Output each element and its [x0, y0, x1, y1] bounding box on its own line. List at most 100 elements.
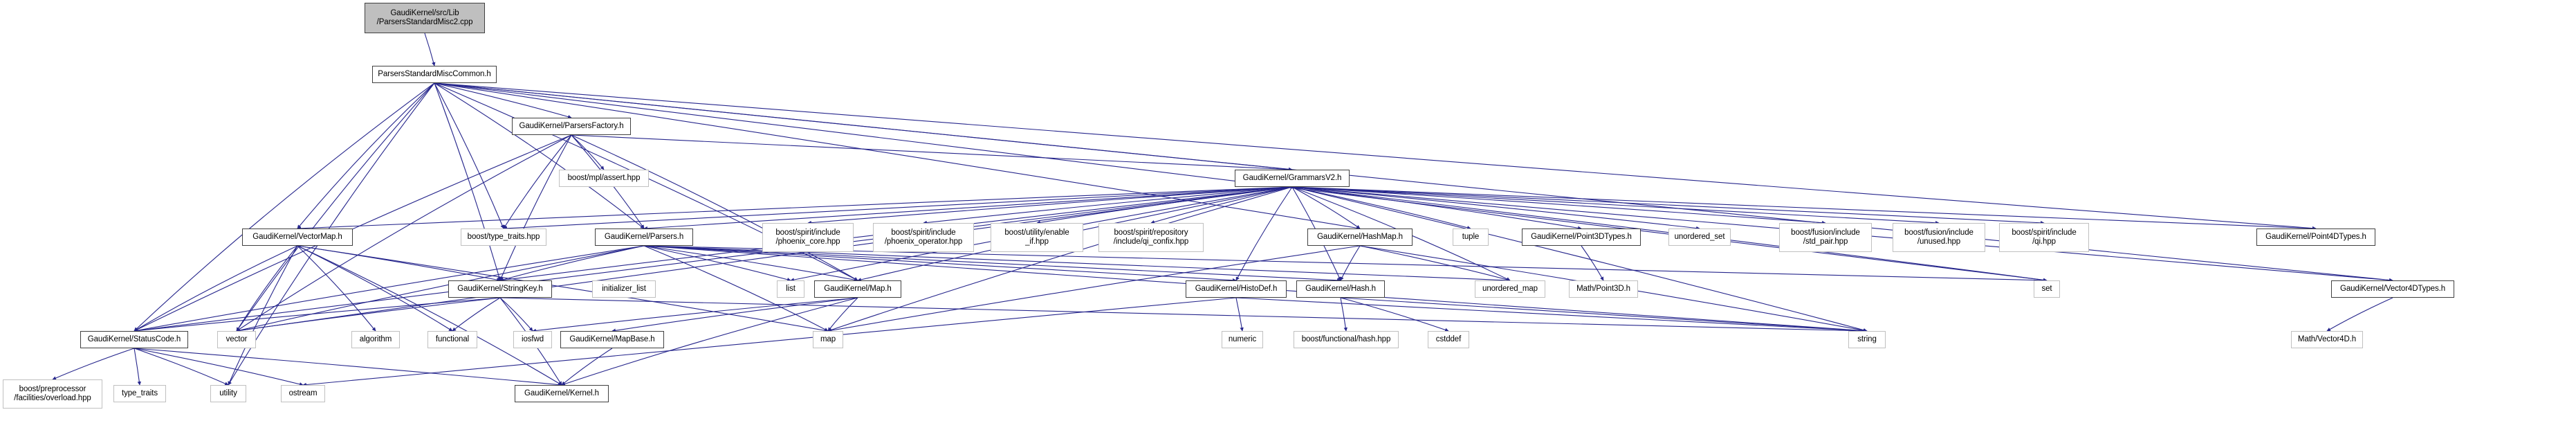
graph-edge: [499, 245, 645, 282]
graph-node[interactable]: GaudiKernel/Parsers.h: [595, 229, 693, 246]
graph-node[interactable]: boost/spirit/include /qi.hpp: [1999, 223, 2089, 252]
graph-node[interactable]: numeric: [1222, 331, 1263, 348]
graph-edge: [236, 245, 298, 332]
graph-edge: [134, 82, 435, 332]
graph-edge: [424, 33, 436, 66]
graph-node[interactable]: GaudiKernel/StatusCode.h: [80, 331, 188, 348]
graph-edge: [297, 245, 562, 386]
graph-edge: [571, 134, 1293, 172]
graph-edge: [1291, 186, 1700, 231]
graph-node[interactable]: Math/Vector4D.h: [2291, 331, 2363, 348]
graph-node[interactable]: utility: [210, 385, 246, 402]
graph-node[interactable]: boost/fusion/include /unused.hpp: [1893, 223, 1985, 252]
graph-edge: [499, 297, 1868, 333]
graph-edge: [1340, 297, 1449, 332]
graph-edge: [1581, 245, 1604, 281]
graph-edge: [1291, 186, 1868, 332]
graph-edge: [52, 348, 135, 380]
graph-node[interactable]: string: [1848, 331, 1886, 348]
graph-node[interactable]: algorithm: [351, 331, 400, 348]
graph-node[interactable]: GaudiKernel/Vector4DTypes.h: [2331, 280, 2454, 298]
graph-edge: [297, 245, 376, 332]
graph-edge: [434, 82, 1361, 230]
graph-edge: [611, 297, 858, 332]
graph-edge: [1291, 186, 2045, 225]
graph-edge: [236, 297, 501, 333]
graph-edge: [134, 348, 562, 387]
graph-edge: [1340, 297, 1868, 333]
graph-node[interactable]: GaudiKernel/Kernel.h: [515, 385, 609, 402]
graph-edge: [1235, 297, 1868, 333]
graph-edge: [236, 245, 645, 332]
graph-node[interactable]: GaudiKernel/src/Lib /ParsersStandardMisc…: [365, 3, 485, 33]
graph-edge: [1340, 297, 1348, 332]
graph-edge: [297, 245, 829, 332]
graph-node[interactable]: boost/utility/enable _if.hpp: [991, 223, 1083, 252]
graph-edge: [1235, 297, 1244, 332]
graph-node[interactable]: GaudiKernel/Hash.h: [1296, 280, 1385, 298]
graph-node[interactable]: unordered_set: [1668, 229, 1731, 246]
graph-edge: [134, 348, 142, 386]
graph-node[interactable]: ParsersStandardMiscCommon.h: [372, 66, 497, 83]
graph-node[interactable]: boost/functional/hash.hpp: [1294, 331, 1399, 348]
graph-node[interactable]: initializer_list: [592, 280, 656, 298]
graph-node[interactable]: boost/mpl/assert.hpp: [559, 170, 649, 187]
graph-node[interactable]: vector: [217, 331, 256, 348]
graph-node[interactable]: GaudiKernel/Point4DTypes.h: [2256, 229, 2375, 246]
graph-node[interactable]: boost/type_traits.hpp: [461, 229, 546, 246]
graph-node[interactable]: boost/fusion/include /std_pair.hpp: [1779, 223, 1872, 252]
graph-edge: [134, 245, 298, 332]
graph-node[interactable]: type_traits: [113, 385, 166, 402]
graph-edge: [134, 297, 501, 333]
graph-node[interactable]: boost/spirit/repository /include/qi_conf…: [1098, 223, 1204, 252]
graph-edge: [297, 186, 1293, 231]
graph-node[interactable]: boost/spirit/include /phoenix_operator.h…: [873, 223, 974, 252]
graph-node[interactable]: set: [2034, 280, 2060, 298]
graph-edge: [434, 82, 572, 119]
graph-node[interactable]: cstddef: [1428, 331, 1469, 348]
graph-edge: [923, 186, 1293, 225]
graph-node[interactable]: GaudiKernel/Point3DTypes.h: [1522, 229, 1641, 246]
graph-node[interactable]: Math/Point3D.h: [1569, 280, 1638, 298]
graph-edge: [499, 134, 572, 281]
graph-node[interactable]: list: [777, 280, 804, 298]
graph-edge: [134, 186, 1293, 333]
graph-edge: [827, 186, 1293, 332]
graph-node[interactable]: iosfwd: [513, 331, 552, 348]
graph-node[interactable]: GaudiKernel/Map.h: [814, 280, 901, 298]
graph-node[interactable]: ostream: [281, 385, 325, 402]
graph-node[interactable]: GaudiKernel/MapBase.h: [560, 331, 664, 348]
graph-edge: [532, 297, 858, 333]
graph-edge: [571, 134, 605, 170]
graph-edge: [499, 297, 533, 332]
graph-edge: [1291, 186, 1826, 225]
graph-edge: [1291, 186, 1471, 230]
graph-node[interactable]: GaudiKernel/HashMap.h: [1307, 229, 1413, 246]
graph-edge: [1150, 186, 1293, 224]
graph-node[interactable]: functional: [427, 331, 477, 348]
graph-node[interactable]: map: [813, 331, 843, 348]
graph-node[interactable]: GaudiKernel/VectorMap.h: [242, 229, 353, 246]
graph-edge: [297, 82, 435, 229]
graph-node[interactable]: tuple: [1453, 229, 1489, 246]
graph-edge: [434, 82, 2317, 231]
graph-node[interactable]: unordered_map: [1475, 280, 1545, 298]
graph-node[interactable]: boost/spirit/include /phoenix_core.hpp: [762, 223, 854, 252]
graph-edge: [452, 297, 501, 332]
graph-edge: [1291, 186, 2317, 231]
graph-node[interactable]: boost/preprocessor /facilities/overload.…: [3, 379, 102, 409]
graph-edge: [236, 186, 1293, 333]
graph-edge: [1291, 186, 1582, 230]
graph-node[interactable]: GaudiKernel/HistoDef.h: [1186, 280, 1287, 298]
graph-edge: [134, 348, 229, 386]
graph-edge: [434, 82, 2393, 283]
graph-edge: [1291, 186, 1361, 229]
graph-edge: [297, 245, 501, 282]
graph-edge: [807, 186, 1293, 225]
graph-node[interactable]: GaudiKernel/StringKey.h: [448, 280, 552, 298]
graph-node[interactable]: GaudiKernel/ParsersFactory.h: [512, 118, 631, 135]
graph-edge: [1359, 245, 1511, 282]
graph-edge: [434, 82, 502, 281]
graph-node[interactable]: GaudiKernel/GrammarsV2.h: [1235, 170, 1350, 187]
